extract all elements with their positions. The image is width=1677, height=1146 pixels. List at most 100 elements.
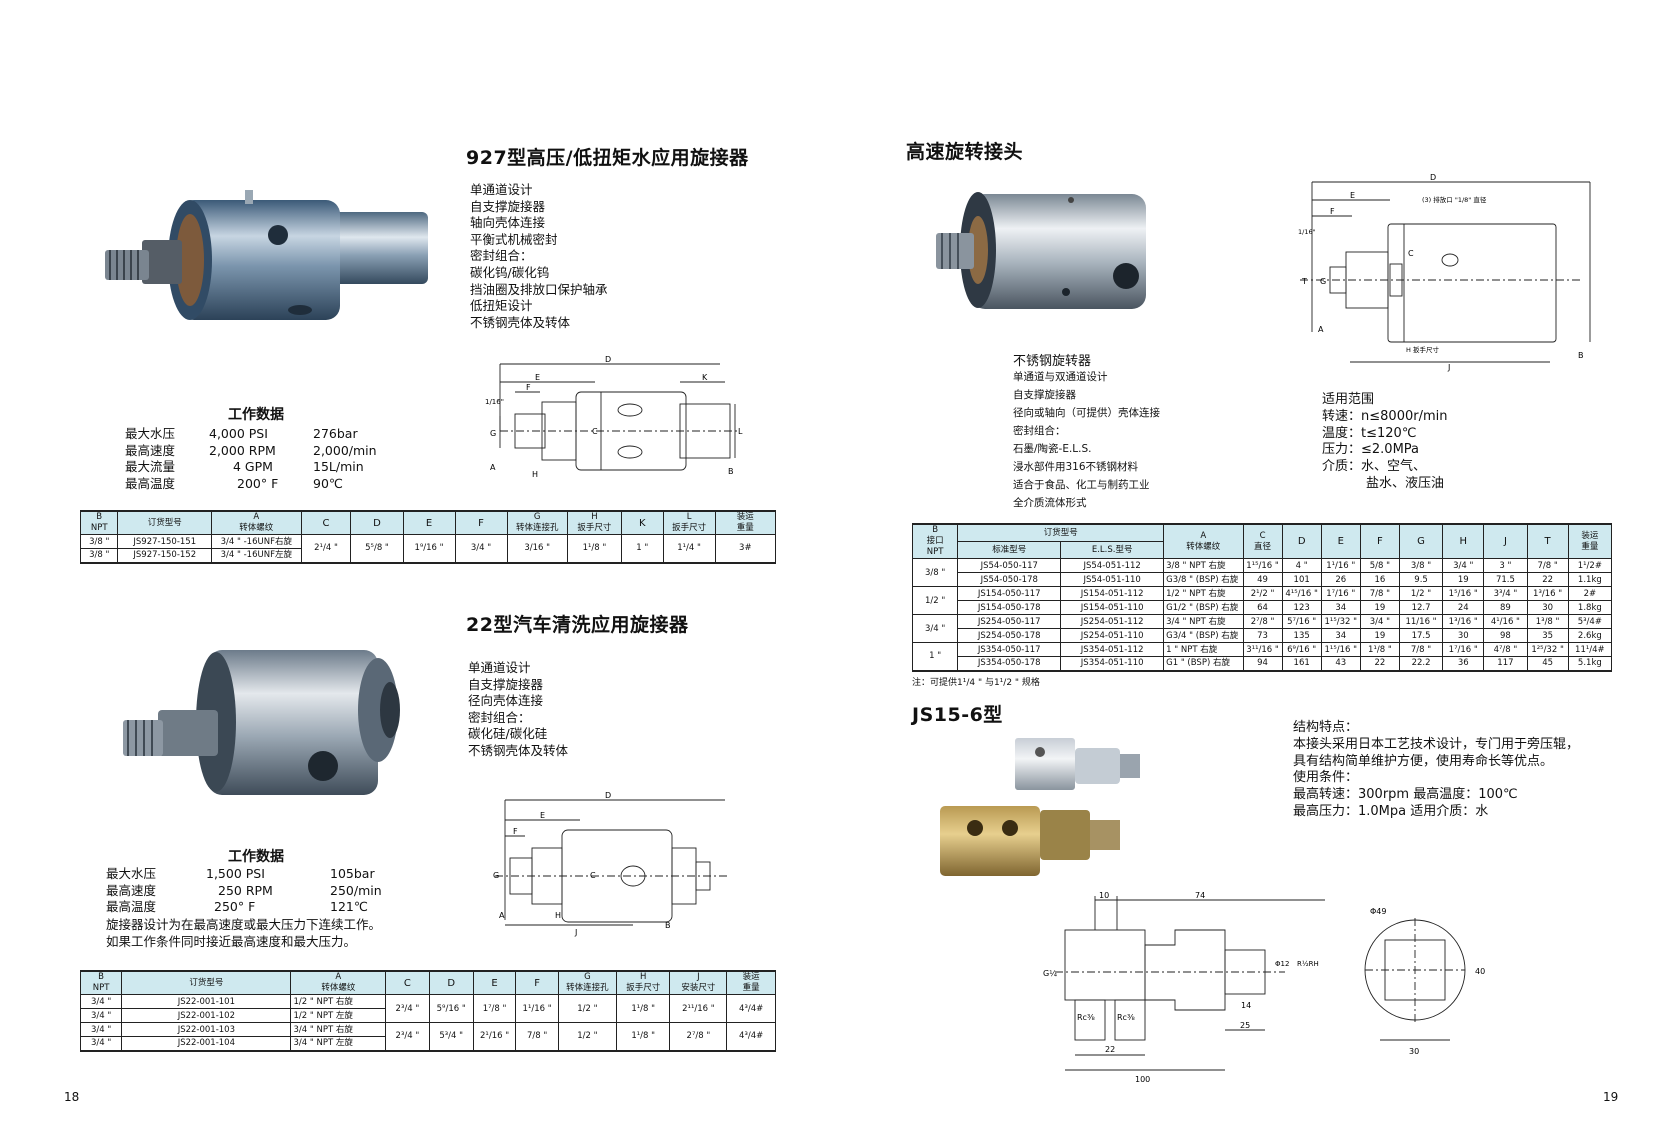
cell: 5⁷/16 " <box>1281 614 1322 629</box>
dwg-label: G¼ <box>1043 969 1057 978</box>
table-row: 3/4 " JS254-050-117 JS254-051-112 3/4 " … <box>911 614 1613 643</box>
dwg-label: 14 <box>1241 1001 1251 1010</box>
cell: 11/16 " <box>1398 614 1444 629</box>
cell: 3 " <box>1483 558 1528 573</box>
cell: 1 " NPT 右旋 <box>1163 642 1244 657</box>
cell: 3/4 " NPT 右旋 <box>1163 614 1244 629</box>
cell: 1/2 " NPT 右旋 <box>290 994 387 1009</box>
table-row: 3/8 " JS927-150-151 3/4 " -16UNF右旋 2¹/4 … <box>79 534 777 563</box>
working-value-imperial: 4,000 PSI <box>209 426 268 441</box>
product927-drawing: D E F K 1/16" G C L A H B <box>480 352 750 492</box>
cell: 1⁹/16 " <box>402 534 456 563</box>
col-header: E <box>472 970 517 995</box>
cell: 5⁵/8 " <box>350 534 404 563</box>
cell: 1¹/2# <box>1567 558 1613 573</box>
cell: G3/4 " (BSP) 右旋 <box>1163 628 1244 643</box>
dwg-label: 1/16" <box>485 398 504 406</box>
cell: 36 <box>1442 656 1485 671</box>
feature-line: 自支撑旋接器 <box>470 198 546 214</box>
cell: JS254-051-110 <box>1060 628 1165 643</box>
working-value-metric: 2,000/min <box>313 442 377 458</box>
cell: 1¹/8 " <box>615 1022 671 1051</box>
cell: 26 <box>1320 572 1361 587</box>
cell: JS354-050-178 <box>957 656 1062 671</box>
cell: 101 <box>1281 572 1322 587</box>
cell: 3/4 " <box>911 614 959 643</box>
dwg-label: 30 <box>1409 1047 1419 1056</box>
cell: 2# <box>1567 586 1613 601</box>
cell: JS22-001-101 <box>121 994 292 1009</box>
working-value-metric: 105bar <box>330 866 375 881</box>
cell: 1/2 " <box>557 994 617 1023</box>
dwg-label: B <box>665 921 671 930</box>
dwg-label: (3) 排放口 "1/8" 直径 <box>1422 195 1487 204</box>
table-row: 1 " JS354-050-117 JS354-051-112 1 " NPT … <box>911 642 1613 671</box>
cell: 1⁷/16 " <box>1320 586 1361 601</box>
cell: 1¹/16 " <box>515 994 559 1023</box>
dwg-label: G <box>490 429 496 438</box>
dwg-label: Rc⅜ <box>1117 1013 1135 1022</box>
feature-line: 石墨/陶瓷-E.L.S. <box>1013 443 1092 455</box>
col-header: 标准型号 <box>957 541 1062 559</box>
feature-line: 径向或轴向（可提供）壳体连接 <box>1013 407 1160 419</box>
dwg-label: J <box>1447 363 1450 372</box>
feature-line: 自支撑旋接器 <box>1013 389 1076 401</box>
dwg-label: F <box>513 827 518 836</box>
cell: 4¹⁵/16 " <box>1281 586 1322 601</box>
feature-line: 自支撑旋接器 <box>468 676 544 692</box>
cell: 71.5 <box>1483 572 1528 587</box>
col-header: 订货型号 <box>117 510 213 535</box>
cell: 2.6kg <box>1567 628 1613 643</box>
cell: 1¹⁵/16 " <box>1242 558 1283 573</box>
cell: 1⁷/16 " <box>1442 642 1485 657</box>
js15-drawing: 10 74 Φ49 G¼ Φ12 R½RH 14 25 Rc⅜ Rc⅜ 22 1… <box>1035 890 1495 1090</box>
dwg-label: B <box>728 467 734 476</box>
dwg-label: L <box>738 427 743 436</box>
cell: JS22-001-104 <box>121 1036 292 1051</box>
cell: 3/4 " -16UNF右旋 <box>211 534 302 549</box>
table-row: JS154-050-178 JS154-051-110 G1/2 " (BSP)… <box>913 600 1613 615</box>
cell: JS254-050-178 <box>957 628 1062 643</box>
dwg-label: A <box>1318 325 1324 334</box>
js15-title: JS15-6型 <box>912 704 1003 726</box>
cell: JS22-001-102 <box>121 1008 292 1023</box>
cell: G3/8 " (BSP) 右旋 <box>1163 572 1244 587</box>
cell: 4¹/16 " <box>1483 614 1528 629</box>
col-header: 装运重量 <box>1567 523 1613 559</box>
dwg-label: D <box>605 355 611 364</box>
table-row: JS54-050-178 JS54-051-110 G3/8 " (BSP) 右… <box>913 572 1613 587</box>
cell: JS22-001-103 <box>121 1022 292 1037</box>
dwg-label: 40 <box>1475 967 1485 976</box>
highspeed-subtitle: 不锈钢旋转器 <box>1013 354 1092 369</box>
cell: 19 <box>1442 572 1485 587</box>
cell: JS354-050-117 <box>957 642 1062 657</box>
cell: 123 <box>1281 600 1322 615</box>
feature-line: 具有结构简单维护方便，使用寿命长等优点。 <box>1293 753 1554 769</box>
working-value-metric: 15L/min <box>313 459 364 474</box>
feature-line: 最高压力：1.0Mpa 适用介质：水 <box>1293 803 1489 819</box>
cell: 1/2 " NPT 右旋 <box>1163 586 1244 601</box>
col-header: 装运重量 <box>714 510 777 535</box>
product22-working-notes: 旋接器设计为在最高速度或最大压力下连续工作。 如果工作条件同时接近最高速度和最大… <box>106 917 381 950</box>
cell: 16 <box>1359 572 1400 587</box>
cell: 30 <box>1442 628 1485 643</box>
cell: 1.1kg <box>1567 572 1613 587</box>
cell: 3/8 " NPT 右旋 <box>1163 558 1244 573</box>
cell: 1 " <box>620 534 664 563</box>
cell: 3/8 " <box>79 534 119 549</box>
cell: 22 <box>1526 572 1569 587</box>
dwg-label: Φ49 <box>1370 907 1386 916</box>
product927-title: 927型高压/低扭矩水应用旋接器 <box>466 147 749 169</box>
cell: JS354-051-112 <box>1060 642 1165 657</box>
feature-line: 使用条件： <box>1293 770 1359 786</box>
col-header: E.L.S.型号 <box>1060 541 1165 559</box>
page-number-left: 18 <box>64 1090 80 1104</box>
cell: JS154-050-178 <box>957 600 1062 615</box>
cell: JS154-051-112 <box>1060 586 1165 601</box>
cell: 1/2 " <box>557 1022 617 1051</box>
range-title: 适用范围 <box>1322 392 1375 407</box>
col-header: 订货型号 <box>121 970 292 995</box>
